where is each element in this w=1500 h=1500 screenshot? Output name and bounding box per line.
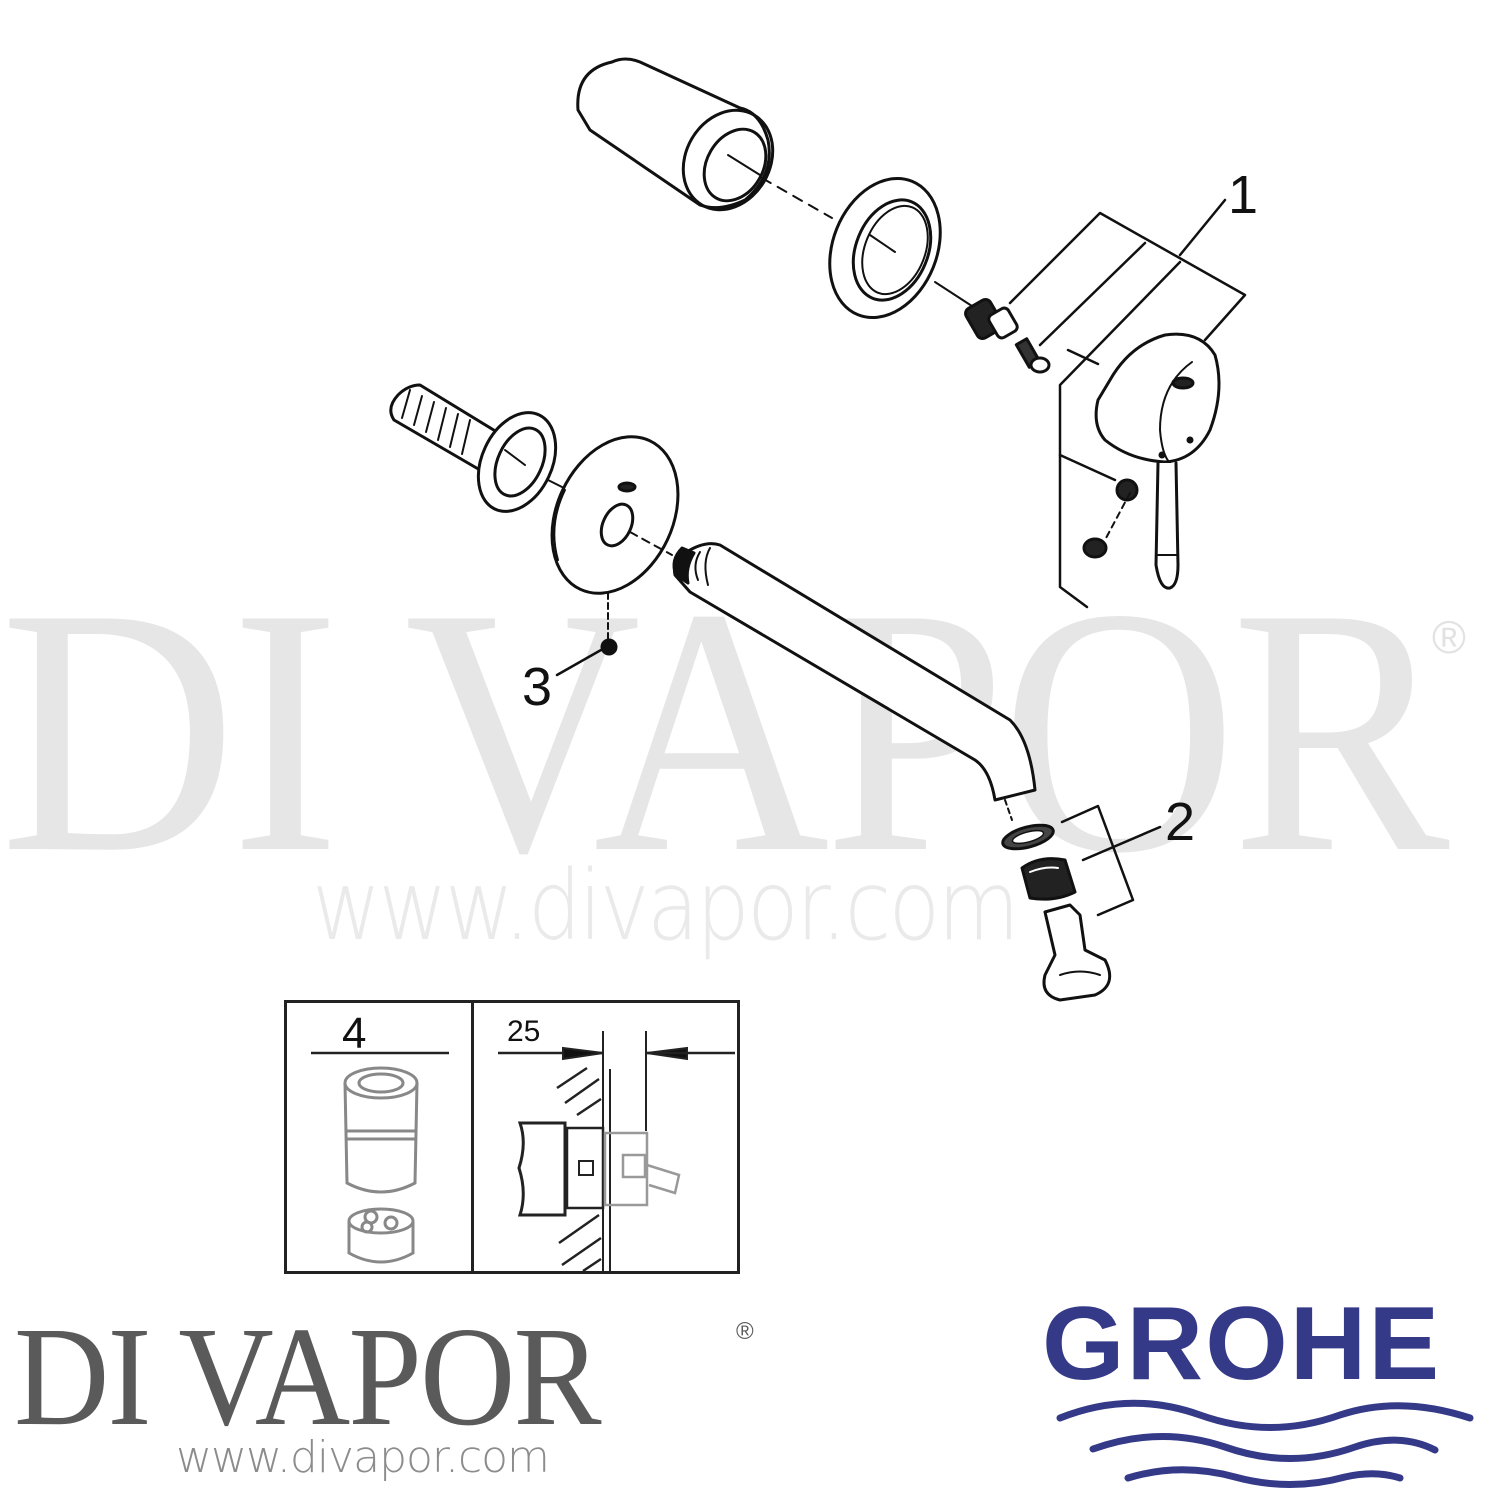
grohe-wave-icon [1056, 1399, 1474, 1488]
grohe-logo: GROHE [1042, 1286, 1442, 1402]
aerator-icon [1020, 857, 1077, 901]
watermark-url: www.divapor.com [312, 850, 1020, 962]
screw-icon [1014, 337, 1051, 374]
callout-3-leader [555, 648, 603, 677]
callout-1-label: 1 [1228, 165, 1259, 225]
callout-1-leaders [1008, 198, 1247, 609]
aerator-washer-icon [1001, 823, 1055, 851]
footer-brand: DI VAPOR [14, 1297, 602, 1455]
flange-ring-icon [476, 411, 558, 513]
rosette-plate-icon [550, 435, 680, 595]
cylinder-sleeve-icon [576, 57, 775, 212]
footer-registered-mark: ® [736, 1318, 754, 1345]
inset-divider [471, 1003, 474, 1271]
escutcheon-ring-icon [828, 176, 942, 320]
lever-handle-icon [1094, 332, 1221, 590]
grub-screw-icon [1082, 478, 1139, 559]
callout-2-leaders [1060, 804, 1162, 917]
spout-icon [672, 542, 1037, 802]
inset-part-number: 4 [342, 1009, 367, 1058]
cartridge-icon [343, 1066, 419, 1264]
watermark-registered-mark: ® [1432, 611, 1466, 663]
inset-dimension-label: 25 [507, 1015, 541, 1048]
grub-screw-rosette-icon [600, 638, 618, 656]
aerator-key-icon [1042, 903, 1112, 1002]
splined-adapter-icon [964, 297, 1019, 341]
callout-2-label: 2 [1165, 792, 1196, 852]
callout-3-label: 3 [522, 657, 553, 717]
inset-detail-box: 4 25 [284, 1000, 740, 1274]
inset-drawings [311, 1031, 735, 1273]
footer-url: www.divapor.com [176, 1432, 550, 1483]
